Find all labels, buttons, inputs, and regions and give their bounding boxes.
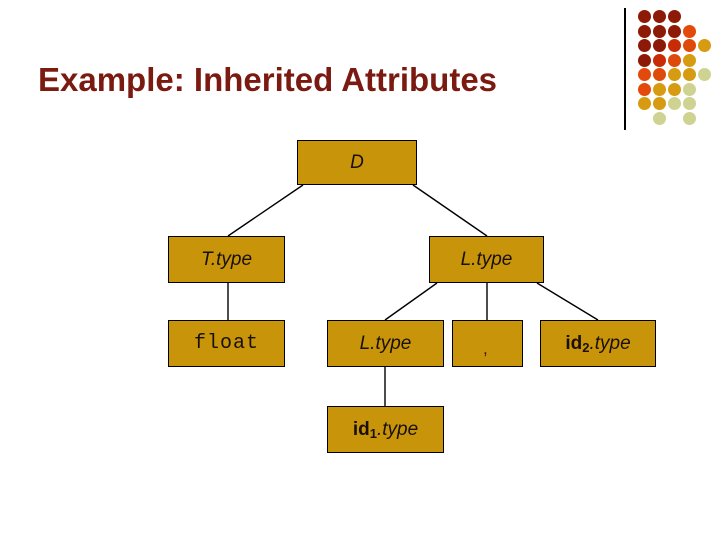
tree-node-l-type-upper-label: L.type: [460, 249, 513, 270]
decorative-dot: [683, 24, 696, 38]
edge-d-to-t-type: [227, 184, 304, 237]
tree-node-id2-attr: .type: [589, 333, 631, 354]
page-title: Example: Inherited Attributes: [38, 61, 498, 98]
decorative-dot: [638, 53, 651, 67]
decorative-dot: [653, 39, 666, 52]
tree-node-float-label: float: [193, 331, 259, 355]
decorative-dot: [668, 68, 681, 81]
decorative-dot: [638, 24, 651, 38]
decorative-dot: [668, 82, 681, 96]
decorative-dot: [653, 10, 666, 23]
decorative-dot: [638, 39, 651, 52]
decorative-dot: [668, 97, 681, 110]
decorative-dot: [653, 111, 666, 125]
decorative-dot: [668, 53, 681, 67]
decorative-dot: [653, 68, 666, 81]
decorative-dot: [683, 39, 696, 52]
decorative-dot: [653, 97, 666, 110]
decorative-vertical-rule: [624, 8, 626, 130]
edge-l-type-1-to-l-type-2: [384, 282, 438, 321]
decorative-dot: [668, 10, 681, 23]
tree-node-l-type-upper[interactable]: L.type: [429, 236, 544, 283]
decorative-dot: [698, 68, 711, 81]
tree-node-id1-attr: .type: [376, 419, 419, 440]
tree-node-id2-name: id: [565, 333, 583, 354]
tree-node-l-type-lower-label: L.type: [359, 333, 412, 354]
decorative-dot: [653, 24, 666, 38]
decorative-dot: [683, 111, 696, 125]
decorative-dot: [638, 82, 651, 96]
tree-node-comma-label: ,: [483, 339, 488, 358]
decorative-dot: [683, 68, 696, 81]
tree-node-d-label: D: [350, 152, 364, 173]
decorative-dot: [653, 53, 666, 67]
decorative-dot: [683, 97, 696, 110]
decorative-dot: [683, 82, 696, 96]
decorative-dot-grid: [638, 10, 718, 130]
decorative-dot: [638, 97, 651, 110]
tree-node-l-type-lower[interactable]: L.type: [327, 320, 444, 367]
tree-node-t-type[interactable]: T.type: [168, 236, 285, 283]
decorative-dot: [668, 24, 681, 38]
tree-node-id1-subscript: 1: [369, 426, 377, 441]
tree-node-float[interactable]: float: [168, 320, 285, 367]
decorative-dot: [683, 53, 696, 67]
decorative-dot: [653, 82, 666, 96]
edge-l-type-1-to-id2-type: [536, 282, 599, 321]
tree-node-t-type-label: T.type: [200, 249, 253, 270]
decorative-dot: [698, 39, 711, 52]
tree-node-comma[interactable]: ,: [452, 320, 523, 367]
tree-node-id1-name: id: [352, 419, 370, 440]
tree-node-id2-subscript: 2: [582, 340, 590, 355]
decorative-dot: [638, 10, 651, 23]
decorative-dot: [668, 39, 681, 52]
edge-d-to-l-type-1: [412, 184, 488, 237]
tree-node-d[interactable]: D: [297, 140, 417, 185]
decorative-dot: [638, 68, 651, 81]
